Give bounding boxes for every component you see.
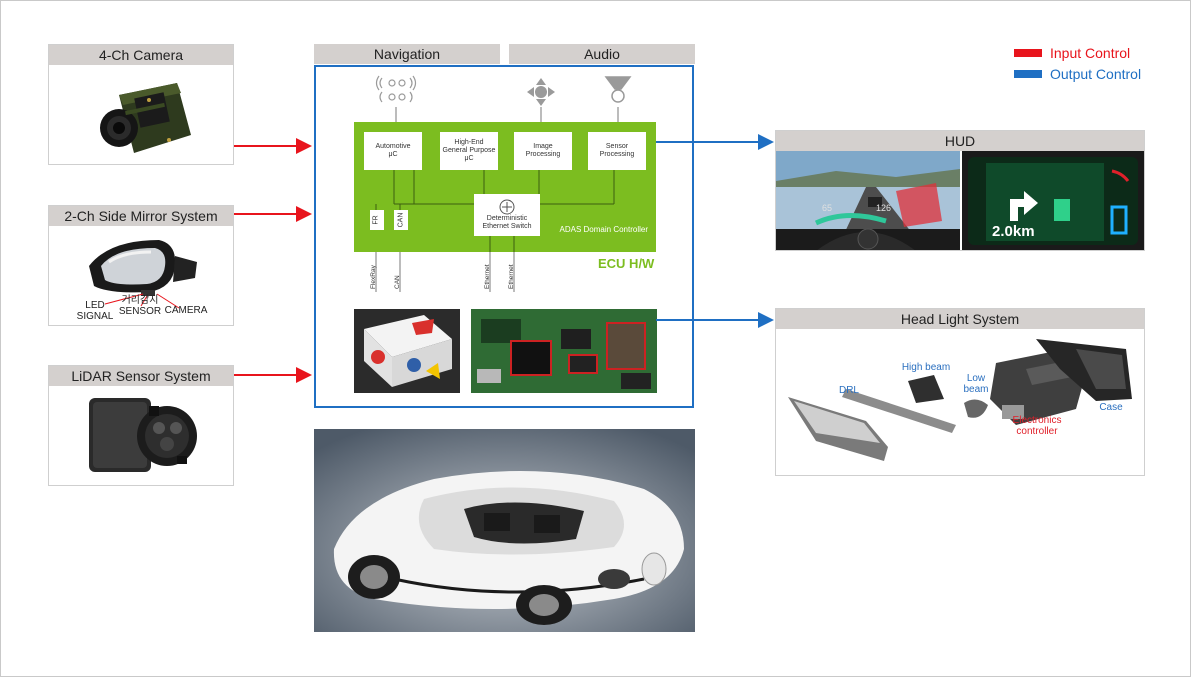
legend-input-label: Input Control [1050,44,1131,61]
can-block: CAN [394,210,408,230]
headlight-label-drl: DRL [838,385,859,396]
high-end-uc-block: High-End General Purpose μC [440,132,498,170]
legend-input-swatch [1014,48,1042,57]
lidar-image [49,386,233,485]
headlight-image: DRL High beam Low beam Electronics contr… [776,329,1144,475]
headlight-panel-title: Head Light System [776,309,1144,329]
lidar-panel: LiDAR Sensor System [48,365,234,486]
hud-images: 65 126 2.0km [776,151,1144,250]
hud-speed-right: 126 [876,203,892,213]
headlight-label-low-beam: Low beam [963,373,989,395]
side-mirror-panel-title: 2-Ch Side Mirror System [49,206,233,226]
camera-panel: 4-Ch Camera [48,44,234,165]
legend: Input Control Output Control [1014,42,1141,84]
camera-image [49,65,233,164]
flexray-bus-label: FlexRay [370,265,377,289]
camera-panel-title: 4-Ch Camera [49,45,233,65]
headlight-panel: Head Light System DRL High beam Low beam… [775,308,1145,476]
ecu-hw-label: ECU H/W [598,256,655,271]
sensor-processing-block: Sensor Processing [588,132,646,170]
legend-output: Output Control [1014,63,1141,84]
legend-output-label: Output Control [1050,65,1142,82]
legend-output-swatch [1014,69,1042,78]
adas-domain-controller: Automotive μC High-End General Purpose μ… [354,122,656,252]
hud-windshield-image [776,151,960,250]
ecu-connector-lines [375,107,619,292]
side-mirror-image [49,226,233,325]
lidar-panel-title: LiDAR Sensor System [49,366,233,386]
mirror-callout-sensor: 거리감지 SENSOR [118,295,162,317]
headlight-label-case: Case [1099,402,1123,413]
legend-input: Input Control [1014,42,1141,63]
ethernet-bus-label-2: Ethernet [508,264,515,289]
headlight-label-electronics: Electronics controller [1012,415,1062,437]
automotive-uc-block: Automotive μC [364,132,422,170]
input-arrows [234,138,312,383]
car-photo [314,429,695,632]
speaker-icon [527,78,555,106]
can-label: CAN [397,212,404,228]
antenna-icon [375,75,417,103]
hud-panel-title: HUD [776,131,1144,151]
ecu-block: Automotive μC High-End General Purpose μ… [314,65,694,408]
tab-navigation: Navigation [314,44,500,64]
fr-label: FR [373,215,380,225]
output-arrows [656,134,774,328]
ecu-enclosure-photo [354,309,460,393]
mirror-callout-camera: CAMERA [164,305,208,316]
hud-panel: HUD 65 126 2.0km [775,130,1145,251]
image-processing-block: Image Processing [514,132,572,170]
hud-phone-image [962,151,1144,250]
can-bus-label: CAN [394,275,401,289]
ecu-board-photo [471,309,657,393]
side-mirror-panel: 2-Ch Side Mirror System LED SIGNAL 거리감지 … [48,205,234,326]
ethernet-switch-block: Deterministic Ethernet Switch [474,194,540,236]
headlight-label-high-beam: High beam [901,362,951,373]
sensor-icon [604,76,632,103]
ethernet-switch-label: Deterministic Ethernet Switch [482,215,532,230]
hud-speed-left: 65 [822,203,833,213]
controller-label: ADAS Domain Controller [559,225,648,234]
fr-block: FR [370,210,384,230]
tab-audio: Audio [509,44,695,64]
ethernet-bus-label-1: Ethernet [484,264,491,289]
mirror-callout-led: LED SIGNAL [76,300,114,322]
switch-icon [499,199,515,215]
hud-distance: 2.0km [992,223,1035,240]
